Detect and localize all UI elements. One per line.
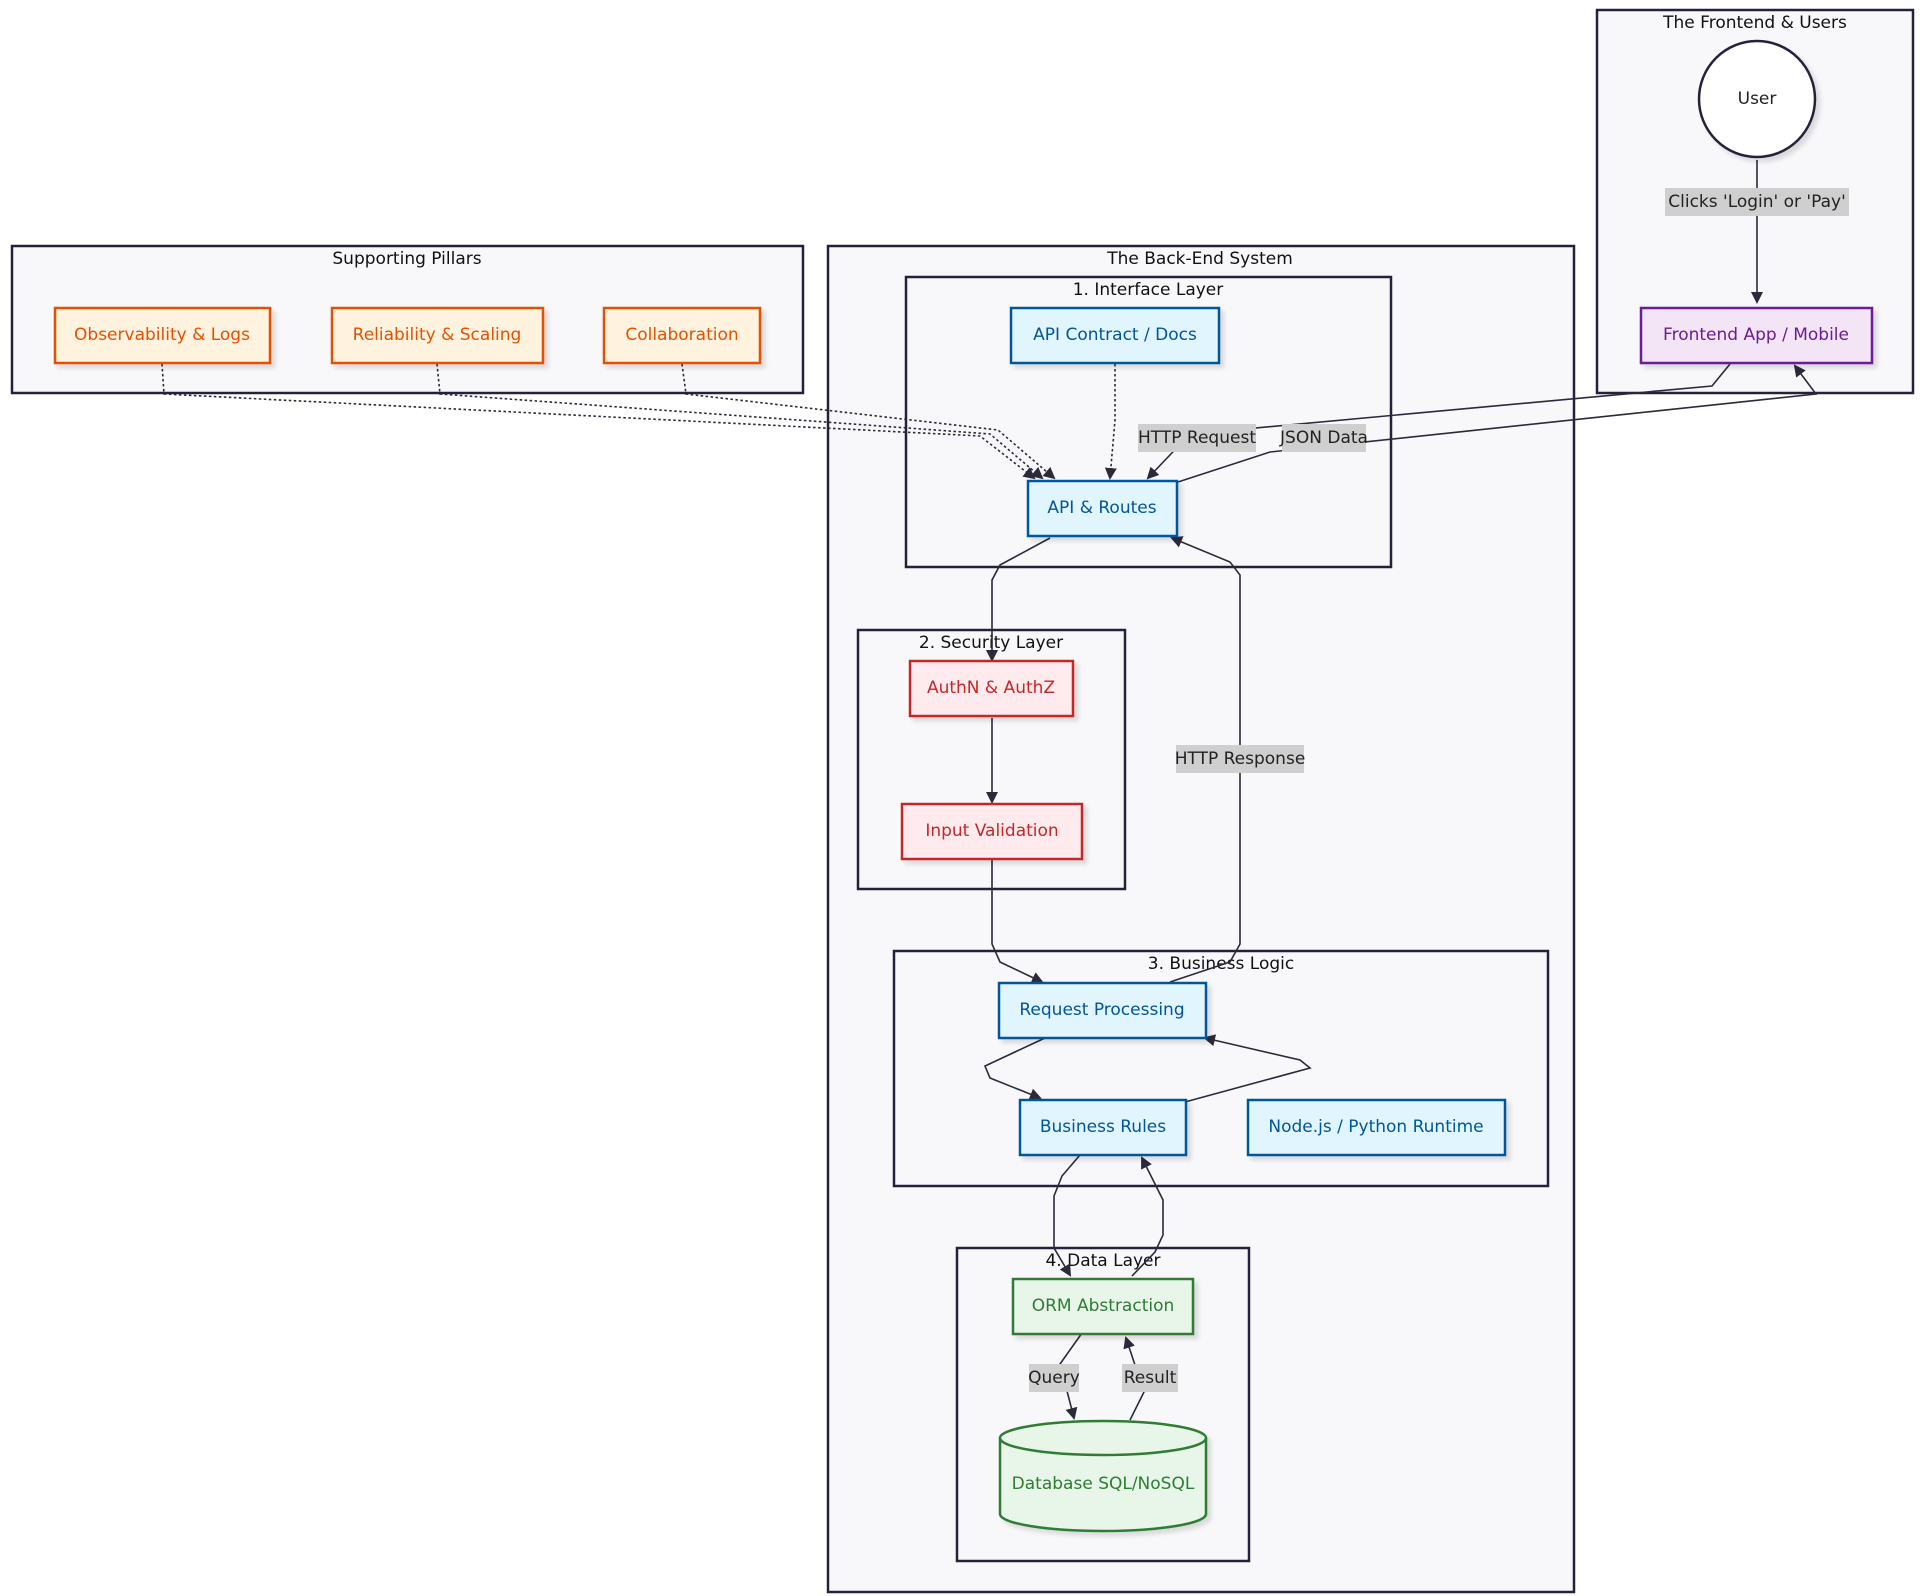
node-database[interactable]: Database SQL/NoSQL (998, 1419, 1208, 1533)
svg-text:Request Processing: Request Processing (1019, 1000, 1184, 1020)
svg-text:ORM Abstraction: ORM Abstraction (1032, 1296, 1175, 1316)
svg-text:Query: Query (1028, 1368, 1080, 1388)
edge-rules-processing (1184, 1034, 1312, 1103)
svg-text:Database SQL/NoSQL: Database SQL/NoSQL (1012, 1474, 1195, 1494)
svg-text:API Contract / Docs: API Contract / Docs (1033, 325, 1197, 345)
node-reliability[interactable]: Reliability & Scaling (330, 306, 545, 365)
svg-text:JSON Data: JSON Data (1279, 428, 1368, 448)
node-request-processing[interactable]: Request Processing (997, 981, 1208, 1040)
svg-text:Reliability & Scaling: Reliability & Scaling (353, 325, 522, 345)
edge-reliability-routes (436, 363, 1044, 480)
node-api-contract[interactable]: API Contract / Docs (1009, 306, 1221, 365)
edge-label-http-response: HTTP Response (1175, 745, 1306, 773)
node-input-validation[interactable]: Input Validation (900, 802, 1084, 861)
cluster-business-title: 3. Business Logic (1148, 954, 1294, 974)
node-orm[interactable]: ORM Abstraction (1011, 1277, 1195, 1336)
node-api-routes[interactable]: API & Routes (1026, 479, 1179, 538)
svg-text:Result: Result (1124, 1368, 1177, 1388)
edge-collaboration-routes (681, 363, 1056, 480)
edge-orm-rules (1131, 1156, 1164, 1277)
cluster-security-title: 2. Security Layer (919, 633, 1063, 653)
edges (161, 160, 1818, 1421)
svg-text:AuthN & AuthZ: AuthN & AuthZ (927, 678, 1055, 698)
edge-contract-routes (1104, 364, 1117, 480)
edge-label-json-data: JSON Data (1279, 424, 1368, 452)
cluster-interface-title: 1. Interface Layer (1073, 280, 1224, 300)
node-authn[interactable]: AuthN & AuthZ (908, 659, 1075, 718)
svg-text:User: User (1738, 89, 1777, 109)
edge-processing-rules (983, 1037, 1046, 1100)
node-user[interactable]: User (1697, 39, 1817, 159)
cluster-backend-title: The Back-End System (1106, 249, 1293, 269)
edge-rules-orm (1053, 1154, 1081, 1277)
edge-validation-processing (991, 860, 1044, 984)
svg-text:Observability & Logs: Observability & Logs (74, 325, 250, 345)
svg-text:HTTP Response: HTTP Response (1175, 749, 1306, 769)
cluster-pillars-title: Supporting Pillars (332, 249, 481, 269)
node-collaboration[interactable]: Collaboration (602, 306, 762, 365)
svg-text:Frontend App / Mobile: Frontend App / Mobile (1663, 325, 1849, 345)
edge-json-data (1177, 364, 1818, 483)
svg-text:Input Validation: Input Validation (925, 821, 1058, 841)
svg-text:Business Rules: Business Rules (1040, 1117, 1166, 1137)
node-business-rules[interactable]: Business Rules (1018, 1098, 1188, 1157)
edge-http-request (1146, 363, 1731, 480)
edge-label-result: Result (1122, 1364, 1178, 1392)
svg-text:Collaboration: Collaboration (625, 325, 738, 345)
node-observability[interactable]: Observability & Logs (53, 306, 272, 365)
svg-text:Node.js / Python Runtime: Node.js / Python Runtime (1268, 1117, 1483, 1137)
cluster-frontend-title: The Frontend & Users (1662, 13, 1847, 33)
svg-text:API & Routes: API & Routes (1047, 498, 1156, 518)
edge-routes-authn (986, 537, 1051, 662)
edge-observability-routes (161, 363, 1036, 480)
cluster-data-title: 4. Data Layer (1045, 1251, 1160, 1271)
svg-text:Clicks 'Login' or 'Pay': Clicks 'Login' or 'Pay' (1668, 192, 1846, 212)
node-frontend-app[interactable]: Frontend App / Mobile (1639, 306, 1874, 365)
svg-text:HTTP Request: HTTP Request (1138, 428, 1256, 448)
node-runtime[interactable]: Node.js / Python Runtime (1246, 1098, 1507, 1157)
edge-label-clicks: Clicks 'Login' or 'Pay' (1665, 188, 1849, 216)
edge-label-query: Query (1028, 1364, 1080, 1392)
edge-label-http-request: HTTP Request (1138, 424, 1256, 452)
